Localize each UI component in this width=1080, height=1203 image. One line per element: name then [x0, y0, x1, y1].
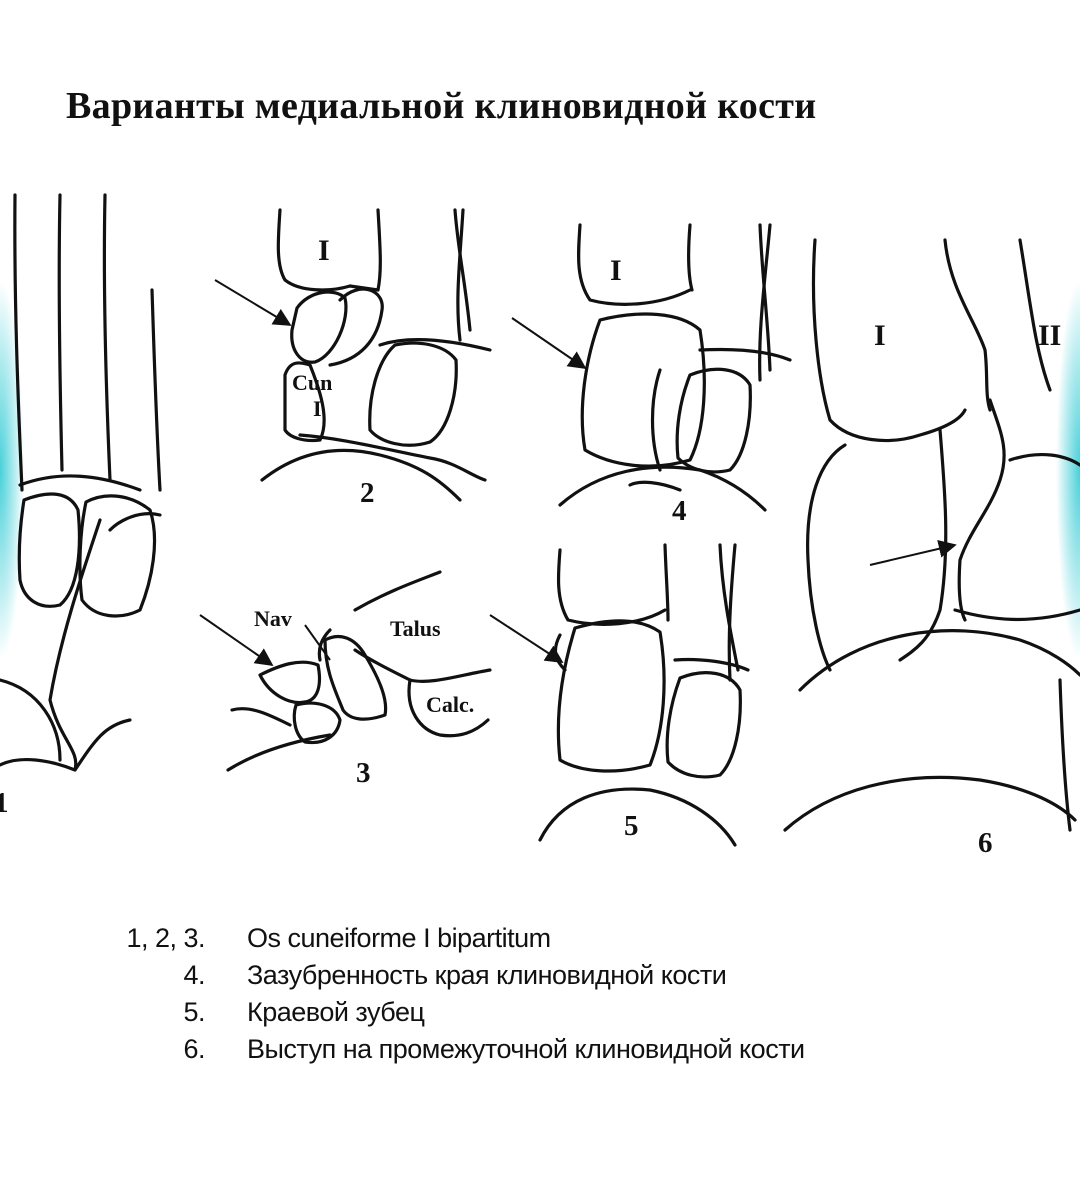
panel-1-number: 1 — [0, 787, 9, 819]
panel-2-drawing — [260, 208, 492, 502]
legend: 1, 2, 3. Os cuneiforme I bipartitum 4. З… — [80, 920, 980, 1068]
panel-3-nav-label: Nav — [254, 606, 292, 631]
panel-3-nav-pointer — [304, 624, 331, 661]
legend-row: 1, 2, 3. Os cuneiforme I bipartitum — [80, 920, 980, 957]
panel-4-number: 4 — [672, 495, 687, 527]
panel-4-arrow — [511, 317, 587, 370]
legend-row: 4. Зазубренность края клиновидной кости — [80, 957, 980, 994]
legend-text: Выступ на промежуточной клиновидной кост… — [247, 1034, 805, 1064]
panel-3-arrow — [199, 614, 274, 667]
legend-row: 6. Выступ на промежуточной клиновидной к… — [80, 1031, 980, 1068]
panel-6-drawing — [783, 238, 1080, 832]
panel-5-arrow — [489, 614, 564, 663]
panel-5-number: 5 — [624, 810, 639, 842]
panel-6-arrow — [869, 539, 957, 566]
legend-row: 5. Краевой зубец — [80, 994, 980, 1031]
legend-number: 4. — [183, 960, 205, 990]
panel-3-talus-label: Talus — [390, 616, 441, 641]
panel-3-drawing — [226, 570, 492, 772]
legend-text: Зазубренность края клиновидной кости — [247, 960, 727, 990]
legend-number: 6. — [183, 1034, 205, 1064]
panel-5-drawing — [538, 543, 750, 847]
panel-3-calc-label: Calc. — [426, 692, 474, 717]
panel-6-roman-label-ii: II — [1038, 319, 1061, 352]
legend-text: Os cuneiforme I bipartitum — [247, 923, 551, 953]
panel-6-number: 6 — [978, 827, 993, 859]
legend-text: Краевой зубец — [247, 997, 425, 1027]
panel-3-number: 3 — [356, 757, 371, 789]
legend-number: 1, 2, 3. — [126, 923, 205, 953]
right-highlight — [1056, 280, 1080, 660]
panel-1-drawing — [0, 193, 162, 772]
legend-number: 5. — [183, 997, 205, 1027]
panel-2-cun-label: Cun — [292, 370, 332, 395]
page-title: Варианты медиальной клиновидной кости — [66, 85, 817, 127]
panel-2-roman-label: I — [318, 234, 330, 267]
panel-2-cun-roman-label: I — [313, 396, 322, 421]
panel-4-roman-label: I — [610, 254, 622, 287]
panel-4-drawing — [558, 223, 792, 512]
radiograph-tracings: 1 I Cun I 2 Nav Talus Calc. 3 — [0, 193, 1080, 859]
panel-2-number: 2 — [360, 477, 375, 509]
panel-2-arrow — [214, 279, 292, 326]
panel-6-roman-label-i: I — [874, 319, 886, 352]
